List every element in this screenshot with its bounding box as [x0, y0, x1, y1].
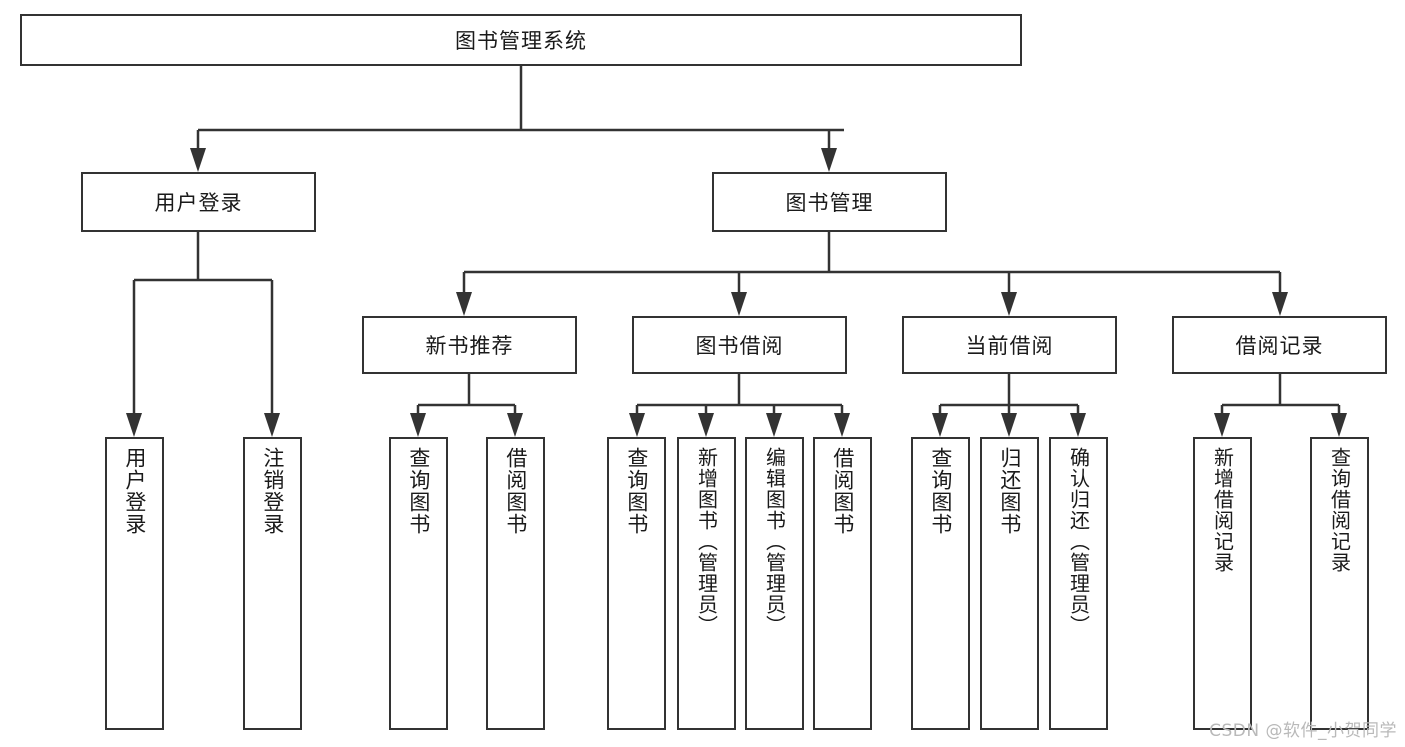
leaf-current-borrow-query-book[interactable]: 查询图书: [911, 437, 970, 730]
node-borrow-record[interactable]: 借阅记录: [1172, 316, 1387, 374]
leaf-borrow-record-query-record[interactable]: 查询借阅记录: [1310, 437, 1369, 730]
node-label: 图书管理系统: [455, 29, 587, 53]
leaf-label: 新增借阅记录: [1210, 447, 1235, 573]
leaf-book-borrow-query-book[interactable]: 查询图书: [607, 437, 666, 730]
leaf-book-borrow-add-book-admin[interactable]: 新增图书（管理员）: [677, 437, 736, 730]
leaf-label: 借阅图书: [503, 447, 528, 535]
leaf-new-book-query-book[interactable]: 查询图书: [389, 437, 448, 730]
node-label: 新书推荐: [425, 334, 514, 358]
node-label: 当前借阅: [965, 334, 1054, 358]
leaf-user-login-login[interactable]: 用户登录: [105, 437, 164, 730]
node-label: 借阅记录: [1235, 334, 1324, 358]
leaf-label: 新增图书（管理员）: [694, 447, 719, 636]
leaf-label: 编辑图书（管理员）: [762, 447, 787, 636]
node-label: 图书借阅: [695, 334, 784, 358]
leaf-label: 确认归还（管理员）: [1066, 447, 1091, 636]
leaf-borrow-record-add-record[interactable]: 新增借阅记录: [1193, 437, 1252, 730]
leaf-book-borrow-edit-book-admin[interactable]: 编辑图书（管理员）: [745, 437, 804, 730]
node-current-borrow[interactable]: 当前借阅: [902, 316, 1117, 374]
leaf-user-login-logout[interactable]: 注销登录: [243, 437, 302, 730]
leaf-current-borrow-confirm-return-admin[interactable]: 确认归还（管理员）: [1049, 437, 1108, 730]
leaf-label: 查询借阅记录: [1327, 447, 1352, 573]
leaf-label: 查询图书: [928, 447, 953, 535]
leaf-current-borrow-return-book[interactable]: 归还图书: [980, 437, 1039, 730]
node-label: 用户登录: [154, 191, 243, 215]
node-book-management[interactable]: 图书管理: [712, 172, 947, 232]
node-label: 图书管理: [785, 191, 874, 215]
leaf-label: 归还图书: [997, 447, 1022, 535]
leaf-label: 查询图书: [406, 447, 431, 535]
csdn-watermark: CSDN @软件_小贺同学: [1209, 721, 1397, 741]
leaf-label: 注销登录: [260, 447, 285, 535]
node-new-book-recommend[interactable]: 新书推荐: [362, 316, 577, 374]
leaf-book-borrow-borrow-book[interactable]: 借阅图书: [813, 437, 872, 730]
node-root-book-management-system[interactable]: 图书管理系统: [20, 14, 1022, 66]
leaf-label: 查询图书: [624, 447, 649, 535]
leaf-new-book-borrow-book[interactable]: 借阅图书: [486, 437, 545, 730]
leaf-label: 借阅图书: [830, 447, 855, 535]
node-user-login[interactable]: 用户登录: [81, 172, 316, 232]
leaf-label: 用户登录: [122, 447, 147, 535]
node-book-borrow[interactable]: 图书借阅: [632, 316, 847, 374]
